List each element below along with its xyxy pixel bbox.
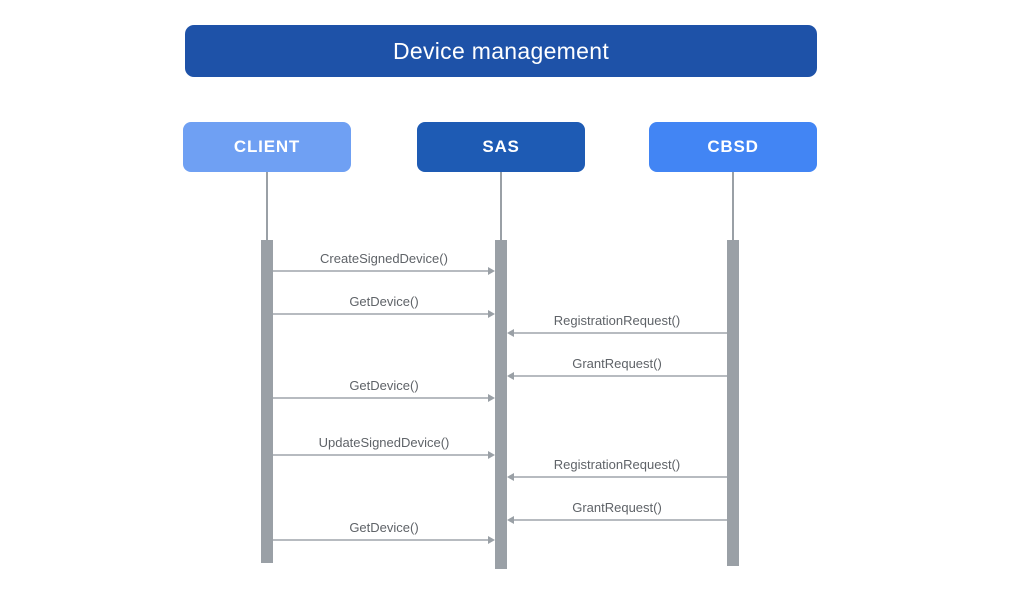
message-label: GetDevice() <box>349 520 419 535</box>
actor-box-sas: SAS <box>417 122 585 172</box>
activation-bar-client <box>261 240 273 563</box>
message-label: RegistrationRequest() <box>553 457 681 472</box>
message-line <box>273 270 488 272</box>
lifeline-client <box>266 172 268 240</box>
lifeline-sas <box>500 172 502 240</box>
message-label: CreateSignedDevice() <box>320 251 448 266</box>
message-label: UpdateSignedDevice() <box>318 435 450 450</box>
message-line <box>273 454 488 456</box>
diagram-title: Device management <box>392 37 610 64</box>
arrowhead-left-icon <box>507 473 514 481</box>
arrowhead-left-icon <box>507 516 514 524</box>
message-line <box>514 375 727 377</box>
message-line <box>514 332 727 334</box>
arrowhead-right-icon <box>488 310 495 318</box>
message-line <box>273 313 488 315</box>
lifeline-cbsd <box>732 172 734 240</box>
diagram-title-box: Device management <box>185 25 817 77</box>
actor-label-client: CLIENT <box>233 137 301 156</box>
arrowhead-right-icon <box>488 536 495 544</box>
message-label: GrantRequest() <box>572 500 662 515</box>
message-label: GetDevice() <box>349 294 419 309</box>
actor-box-client: CLIENT <box>183 122 351 172</box>
arrowhead-left-icon <box>507 329 514 337</box>
arrowhead-right-icon <box>488 394 495 402</box>
message-label: RegistrationRequest() <box>553 313 681 328</box>
arrowhead-right-icon <box>488 267 495 275</box>
message-label: GrantRequest() <box>572 356 662 371</box>
actor-label-sas: SAS <box>482 137 520 156</box>
message-line <box>514 519 727 521</box>
actor-label-cbsd: CBSD <box>707 137 759 156</box>
activation-bar-cbsd <box>727 240 739 566</box>
arrowhead-left-icon <box>507 372 514 380</box>
arrowhead-right-icon <box>488 451 495 459</box>
activation-bar-sas <box>495 240 507 569</box>
message-line <box>514 476 727 478</box>
message-line <box>273 397 488 399</box>
message-line <box>273 539 488 541</box>
actor-box-cbsd: CBSD <box>649 122 817 172</box>
message-label: GetDevice() <box>349 378 419 393</box>
